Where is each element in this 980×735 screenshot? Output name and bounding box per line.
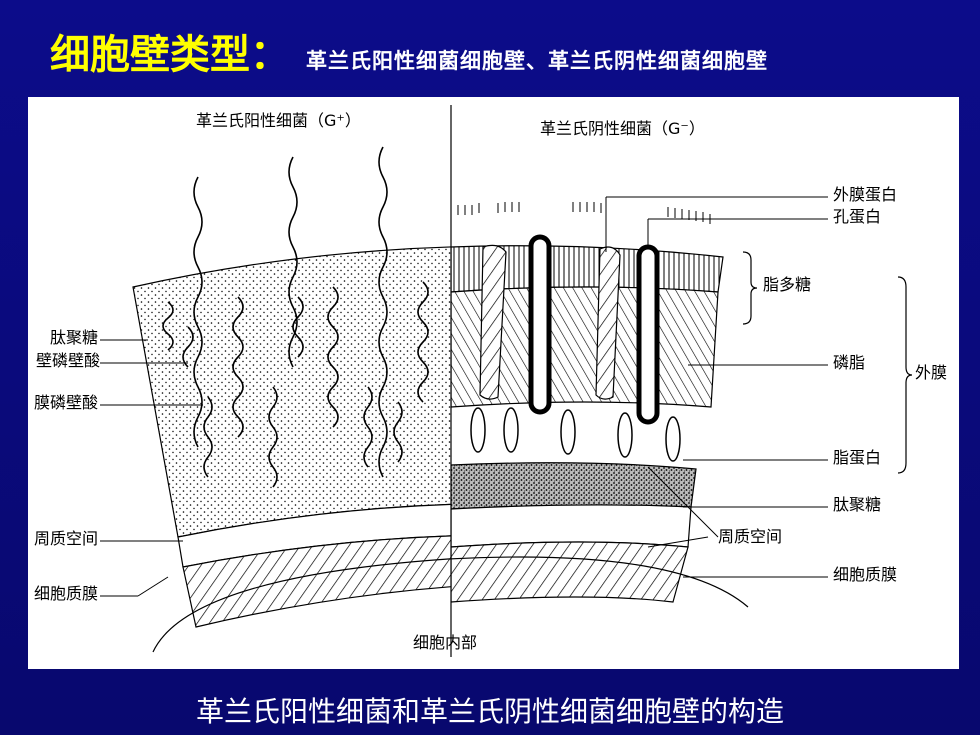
label-lps: 脂多糖 — [763, 275, 812, 294]
diagram-drawing — [100, 105, 913, 657]
slide-caption: 革兰氏阳性细菌和革兰氏阴性细菌细胞壁的构造 — [195, 695, 784, 728]
gram-positive-heading: 革兰氏阳性细菌（G⁺） — [196, 111, 361, 130]
label-lipoteichoic-acid: 膜磷壁酸 — [34, 393, 99, 412]
label-membrane-gn: 细胞质膜 — [833, 565, 898, 584]
label-teichoic-acid: 壁磷壁酸 — [36, 351, 101, 370]
cell-wall-diagram: 革兰氏阳性细菌（G⁺） 革兰氏阴性细菌（G⁻） 肽聚糖 壁磷壁酸 膜磷壁酸 周质… — [28, 97, 959, 669]
gram-positive-wall — [132, 146, 451, 628]
slide-title: 细胞壁类型： — [50, 32, 290, 78]
slide-title-row: 细胞壁类型： 革兰氏阳性细菌细胞壁、革兰氏阴性细菌细胞壁 — [50, 22, 768, 80]
label-peptidoglycan-gp: 肽聚糖 — [50, 328, 99, 347]
slide-subtitle: 革兰氏阳性细菌细胞壁、革兰氏阴性细菌细胞壁 — [306, 48, 768, 73]
gram-negative-wall — [451, 202, 724, 603]
label-porin: 孔蛋白 — [833, 207, 882, 226]
label-lipoprotein: 脂蛋白 — [833, 448, 882, 467]
label-peptidoglycan-gn: 肽聚糖 — [833, 495, 882, 514]
label-periplasm-gp: 周质空间 — [34, 529, 99, 548]
label-membrane-gp: 细胞质膜 — [34, 584, 99, 603]
gram-negative-heading: 革兰氏阴性细菌（G⁻） — [540, 119, 705, 138]
label-outer-membrane: 外膜 — [915, 363, 948, 382]
label-phospholipid: 磷脂 — [833, 353, 866, 372]
label-outer-membrane-protein: 外膜蛋白 — [833, 185, 898, 204]
label-cell-interior: 细胞内部 — [413, 633, 478, 652]
label-periplasm-gn: 周质空间 — [718, 527, 783, 546]
